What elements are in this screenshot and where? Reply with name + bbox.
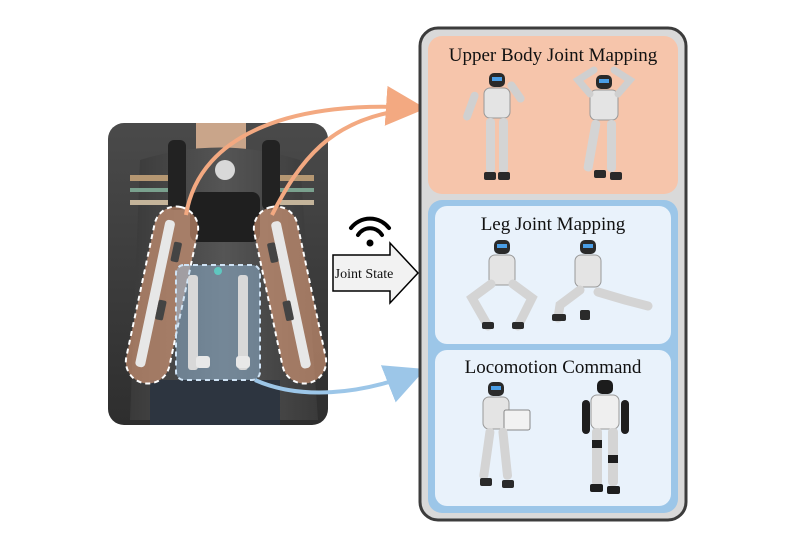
- upper-body-arrow-left: [184, 85, 426, 216]
- robot-arm-wave: [463, 73, 525, 180]
- wifi-icon: [349, 216, 391, 247]
- upper-body-arrow-right: [270, 108, 405, 216]
- leg-title: Leg Joint Mapping: [481, 214, 626, 235]
- joint-state-arrow: Joint State: [332, 241, 420, 305]
- locomotion-title: Locomotion Command: [465, 357, 642, 378]
- locomotion-arrow: [254, 365, 426, 403]
- upper-body-title: Upper Body Joint Mapping: [449, 45, 658, 66]
- robot-carrying-box: [479, 382, 531, 488]
- joint-state-label: Joint State: [335, 267, 394, 282]
- upper-body-panel: Upper Body Joint Mapping: [428, 36, 678, 194]
- robot-arms-overhead: [572, 66, 636, 180]
- leg-panel: Leg Joint Mapping: [435, 206, 671, 344]
- left-arm-exoskeleton: [124, 205, 200, 385]
- leg-exoskeleton: [175, 264, 261, 381]
- robot-split: [552, 240, 653, 323]
- right-arm-exoskeleton: [252, 205, 328, 385]
- locomotion-panel: Locomotion Command: [435, 350, 671, 506]
- robot-squat: [466, 240, 538, 331]
- robot-walking: [582, 380, 629, 494]
